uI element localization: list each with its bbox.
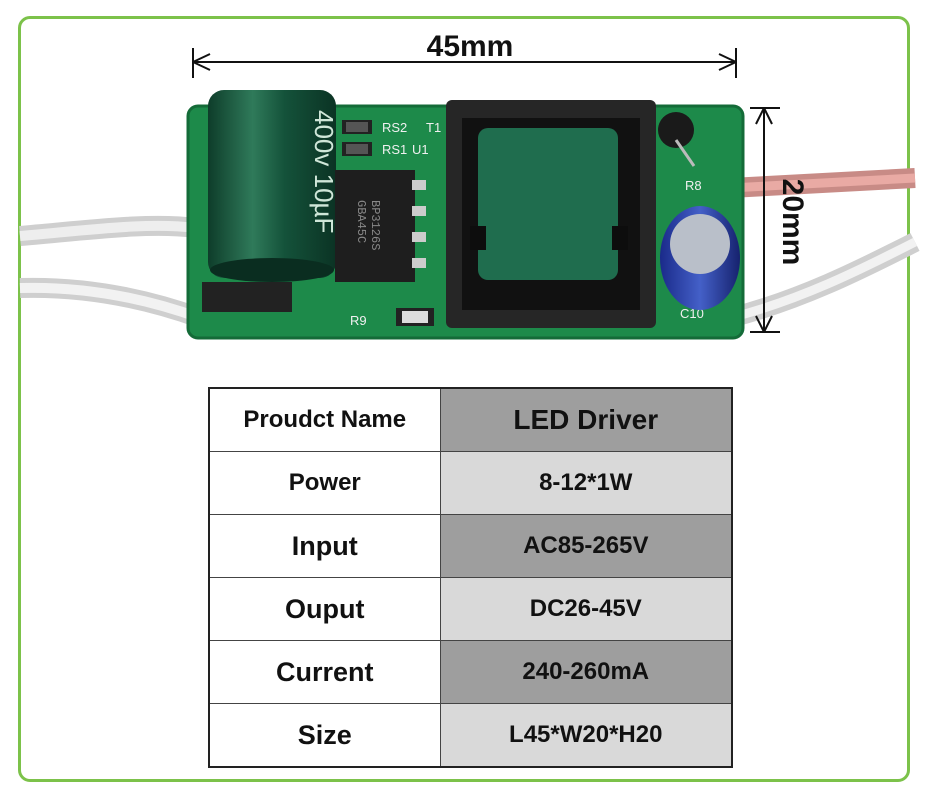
table-row: Input AC85-265V: [208, 514, 733, 578]
table-row: Proudct Name LED Driver: [208, 387, 733, 452]
spec-key: Proudct Name: [208, 387, 441, 452]
ic-chip: BP3126S GBA45C: [335, 170, 426, 282]
page-frame: [18, 16, 910, 782]
silk-rs1: RS1: [382, 142, 407, 157]
spec-value: 8-12*1W: [439, 451, 733, 515]
product-photo: RS2 RS1 U1 T1 R9 R8 C10 400v 10µF BP3126…: [19, 48, 920, 340]
spec-value: DC26-45V: [439, 577, 733, 641]
bridge-rectifier: [202, 282, 292, 312]
wire-right-red: [729, 168, 916, 198]
spec-value: LED Driver: [439, 387, 733, 452]
spec-key: Power: [208, 451, 441, 515]
silk-r8: R8: [685, 178, 702, 193]
table-row: Current 240-260mA: [208, 640, 733, 704]
height-label: 20mm: [776, 178, 809, 266]
silk-u1: U1: [412, 142, 429, 157]
spec-value: AC85-265V: [439, 514, 733, 578]
transistor: [658, 112, 696, 167]
spec-value: L45*W20*H20: [439, 703, 733, 768]
spec-key: Size: [208, 703, 441, 768]
wire-right-white: [727, 233, 920, 328]
table-row: Power 8-12*1W: [208, 451, 733, 515]
silk-rs2: RS2: [382, 120, 407, 135]
transformer: [446, 100, 656, 328]
silk-r9: R9: [350, 313, 367, 328]
height-dimension-line: [750, 107, 780, 333]
svg-text:GBA45C: GBA45C: [354, 200, 368, 243]
capacitor-400v: 400v 10µF: [208, 90, 339, 282]
wire-left-bottom: [19, 277, 204, 328]
spec-key: Input: [208, 514, 441, 578]
width-label: 45mm: [426, 30, 514, 63]
table-row: Size L45*W20*H20: [208, 703, 733, 768]
spec-table: Proudct Name LED Driver Power 8-12*1W In…: [208, 387, 733, 768]
svg-text:BP3126S: BP3126S: [368, 200, 382, 250]
table-row: Ouput DC26-45V: [208, 577, 733, 641]
silk-t1: T1: [426, 120, 441, 135]
capacitor-output: [660, 206, 740, 310]
spec-value: 240-260mA: [439, 640, 733, 704]
wire-left-top: [19, 215, 197, 246]
spec-key: Ouput: [208, 577, 441, 641]
width-dimension-line: [192, 48, 737, 78]
spec-key: Current: [208, 640, 441, 704]
svg-text:400v 10µF: 400v 10µF: [309, 110, 339, 233]
